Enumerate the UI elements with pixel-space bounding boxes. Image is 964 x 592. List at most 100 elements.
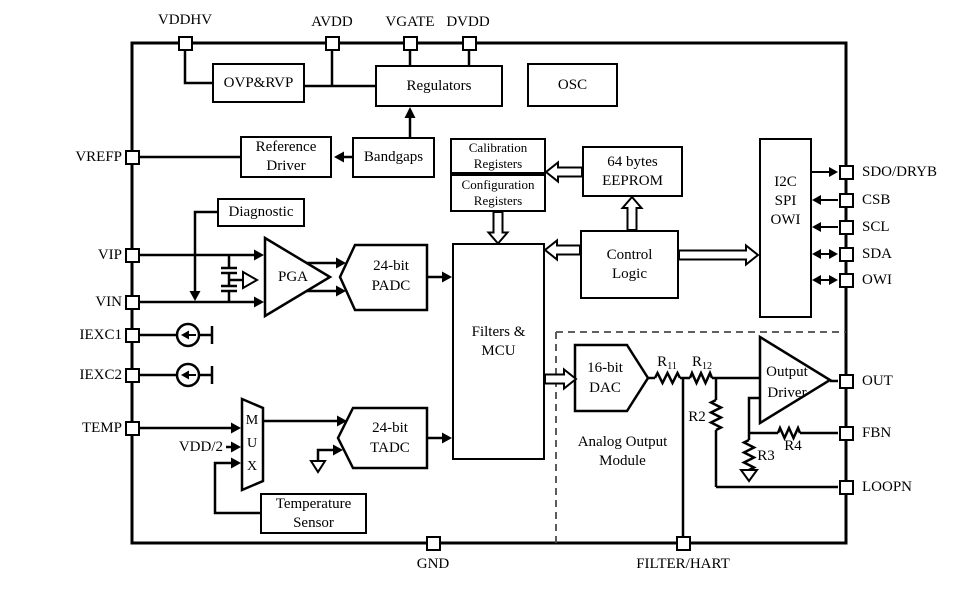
resistor-r4-label: R4 xyxy=(784,438,802,454)
pin-scl xyxy=(838,219,854,235)
block-interface-label2: SPI xyxy=(774,193,797,209)
pin-label-iexc2: IEXC2 xyxy=(79,367,123,383)
padc-shape xyxy=(338,243,429,312)
mux-label-x: X xyxy=(246,458,258,474)
block-ovp-rvp-label: OVP&RVP xyxy=(223,74,294,91)
r12-sub: 12 xyxy=(702,361,713,372)
block-interface-i2c-spi-owi: I2C SPI OWI xyxy=(759,138,812,318)
tadc-label: 24-bit TADC xyxy=(353,412,427,464)
pin-label-out: OUT xyxy=(862,373,893,389)
vdd2-label: VDD/2 xyxy=(178,439,223,455)
current-source-icon xyxy=(175,322,201,388)
pin-label-csb: CSB xyxy=(862,192,891,208)
output-driver-label: Output Driver xyxy=(757,361,817,405)
pin-label-scl: SCL xyxy=(862,219,890,235)
pin-iexc2 xyxy=(124,367,140,383)
open-symbols xyxy=(242,270,759,483)
block-temperature-sensor: Temperature Sensor xyxy=(260,493,367,534)
pin-label-vrefp: VREFP xyxy=(75,149,122,165)
pin-label-sda: SDA xyxy=(862,246,893,262)
block-control-logic-label2: Logic xyxy=(612,265,647,282)
resistor-r11-label: R11 xyxy=(657,353,677,376)
padc-label: 24-bit PADC xyxy=(355,250,427,302)
analog-module-dashed-border xyxy=(555,331,846,543)
pin-iexc1 xyxy=(124,327,140,343)
mux-label-m: M xyxy=(245,412,259,428)
r3-ground-icon xyxy=(739,469,759,483)
pga-triangle xyxy=(263,235,333,319)
padc-label2: PADC xyxy=(371,278,411,294)
solid-arrowheads xyxy=(189,107,838,469)
pin-label-fbn: FBN xyxy=(862,425,892,441)
r12-base: R xyxy=(691,354,703,370)
pin-dvdd xyxy=(461,35,477,51)
block-osc-label: OSC xyxy=(557,76,588,93)
pin-gnd xyxy=(425,535,441,551)
pin-label-vddhv: VDDHV xyxy=(157,12,213,28)
mux-label-u: U xyxy=(246,435,258,451)
block-control-logic-label1: Control xyxy=(606,246,653,263)
block-shapes xyxy=(240,235,833,492)
block-eeprom-label2: EEPROM xyxy=(602,172,663,189)
block-eeprom: 64 bytes EEPROM xyxy=(582,146,683,197)
pin-label-loopn: LOOPN xyxy=(862,479,913,495)
r11-base: R xyxy=(657,354,668,370)
block-osc: OSC xyxy=(527,63,618,107)
pin-vgate xyxy=(402,35,418,51)
block-temperature-sensor-label1: Temperature xyxy=(275,495,352,512)
pin-filter-hart xyxy=(675,535,691,551)
pin-vddhv xyxy=(177,35,193,51)
dac-label2: DAC xyxy=(589,380,621,396)
resistor-r2-label: R2 xyxy=(688,409,706,425)
block-filters-mcu: Filters & MCU xyxy=(452,243,545,460)
tadc-shape xyxy=(336,406,429,470)
tadc-label1: 24-bit xyxy=(372,420,408,436)
pin-sda xyxy=(838,246,854,262)
block-configuration-label2: Registers xyxy=(473,193,523,208)
block-eeprom-label1: 64 bytes xyxy=(607,153,658,170)
tadc-ref-ground-icon xyxy=(309,460,327,474)
pin-fbn xyxy=(838,425,854,441)
eeprom-to-registers-arrow xyxy=(544,160,583,184)
block-interface-label3: OWI xyxy=(770,212,801,228)
tadc-label2: TADC xyxy=(370,440,410,456)
analog-output-module-label1: Analog Output xyxy=(577,434,668,450)
block-control-logic: Control Logic xyxy=(580,230,679,299)
pin-label-owi: OWI xyxy=(862,272,892,288)
dac-label1: 16-bit xyxy=(587,360,623,376)
block-calibration-registers: Calibration Registers xyxy=(450,138,546,174)
pin-label-temp: TEMP xyxy=(81,420,122,436)
mux-label: M U X xyxy=(241,407,263,479)
pin-temp xyxy=(124,420,140,436)
block-bandgaps: Bandgaps xyxy=(352,137,435,178)
hollow-bus-arrows xyxy=(486,160,760,391)
dac-shape xyxy=(573,343,650,413)
buffer-icon xyxy=(242,270,260,290)
pga-label-text: PGA xyxy=(277,269,308,285)
pin-label-iexc1: IEXC1 xyxy=(79,327,123,343)
control-to-interface-arrow xyxy=(678,243,760,267)
block-ovp-rvp: OVP&RVP xyxy=(212,63,305,103)
block-diagnostic: Diagnostic xyxy=(217,198,305,227)
block-bandgaps-label: Bandgaps xyxy=(363,149,424,165)
pin-csb xyxy=(838,192,854,208)
pin-label-sdo-dryb: SDO/DRYB xyxy=(862,164,938,180)
pga-label: PGA xyxy=(270,265,316,289)
block-interface-label1: I2C xyxy=(774,174,797,190)
wires xyxy=(140,50,838,536)
mcu-to-dac-arrow xyxy=(544,367,578,391)
dac-label: 16-bit DAC xyxy=(575,352,635,404)
mux-shape xyxy=(240,397,265,492)
pin-owi xyxy=(838,272,854,288)
block-calibration-label2: Registers xyxy=(473,156,523,171)
pin-label-filter-hart: FILTER/HART xyxy=(636,556,730,572)
pin-vip xyxy=(124,247,140,263)
block-regulators-label: Regulators xyxy=(406,77,472,94)
block-reference-driver: Reference Driver xyxy=(240,136,332,178)
block-diagnostic-label: Diagnostic xyxy=(228,204,294,220)
block-regulators: Regulators xyxy=(375,65,503,107)
output-driver-label2: Driver xyxy=(767,385,807,401)
output-driver-label1: Output xyxy=(766,364,808,380)
